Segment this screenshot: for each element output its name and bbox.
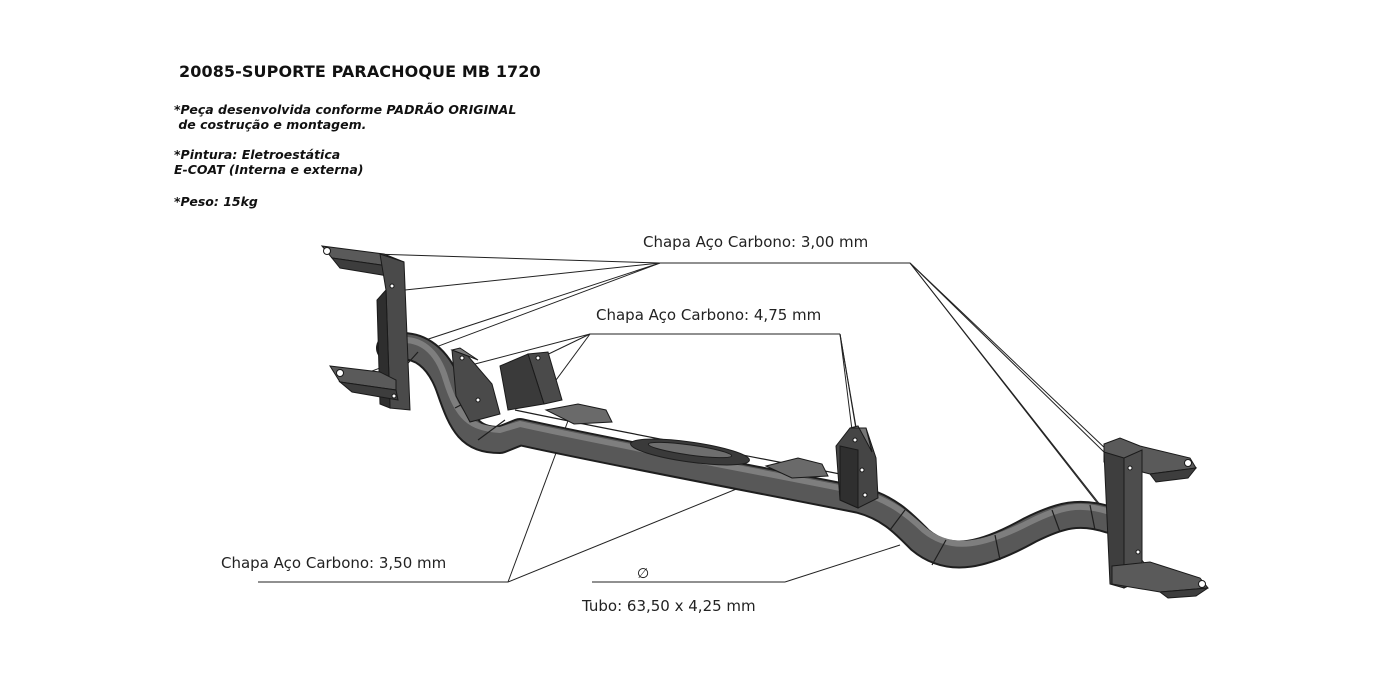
callout-plate-350: Chapa Aço Carbono: 3,50 mm bbox=[221, 554, 447, 572]
callout-plate-475: Chapa Aço Carbono: 4,75 mm bbox=[596, 306, 822, 324]
callout-plate-300: Chapa Aço Carbono: 3,00 mm bbox=[643, 233, 869, 251]
design-note: *Peça desenvolvida conforme PADRÃO ORIGI… bbox=[174, 102, 517, 132]
leader-lines bbox=[258, 252, 1153, 583]
main-tube bbox=[376, 332, 1124, 569]
callout-tube: Tubo: 63,50 x 4,25 mm bbox=[582, 597, 756, 615]
center-left-brackets bbox=[450, 347, 829, 479]
center-right-bracket bbox=[835, 425, 879, 509]
right-mounting-bracket bbox=[1103, 437, 1209, 599]
left-mounting-bracket bbox=[320, 245, 411, 411]
weight-note: *Peso: 15kg bbox=[174, 194, 258, 209]
diameter-symbol: ∅ bbox=[637, 566, 650, 582]
drawing-title: 20085-SUPORTE PARACHOQUE MB 1720 bbox=[179, 62, 541, 81]
paint-note: *Pintura: Eletroestática E-COAT (Interna… bbox=[174, 147, 364, 177]
